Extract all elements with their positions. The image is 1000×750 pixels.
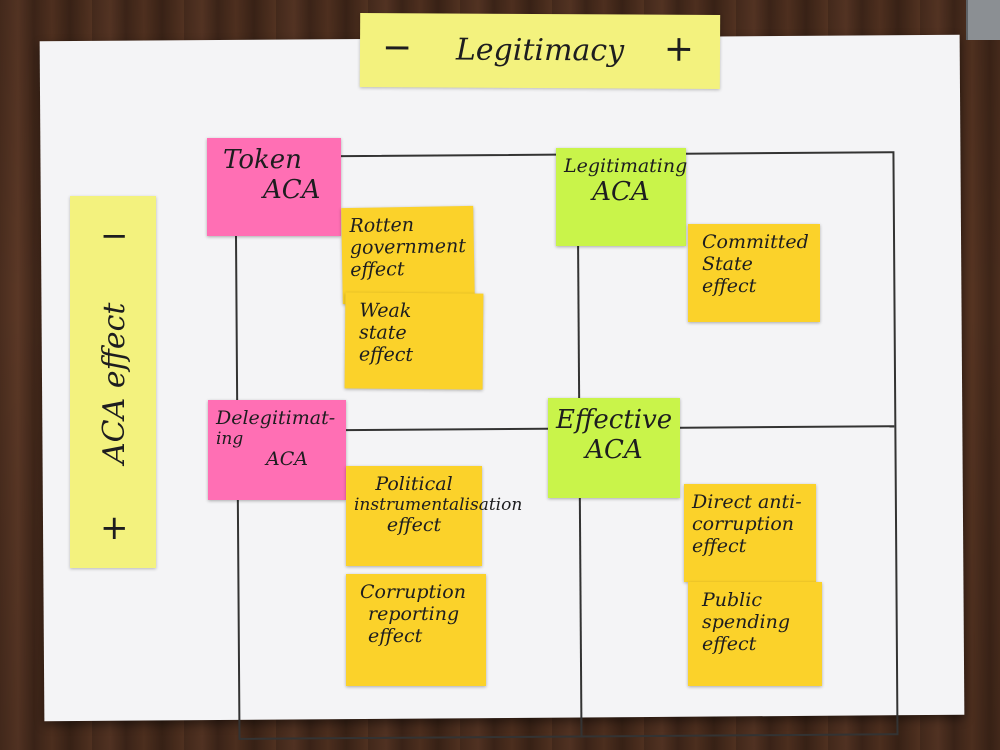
note-line: Token (223, 145, 302, 175)
note-line: State (702, 252, 753, 275)
note-line: Rotten (349, 213, 415, 238)
note-line: Legitimating (564, 155, 688, 177)
corruption-reporting-effect-note: Corruption reporting effect (346, 574, 486, 686)
note-line: reporting (368, 602, 460, 625)
token-aca-note: Token ACA (207, 138, 341, 236)
axis-plus-sign: + (663, 28, 695, 70)
note-line: effect (358, 343, 414, 366)
note-line: Effective (556, 405, 673, 435)
note-line: Direct anti- (692, 491, 802, 513)
note-line: instrumentalisation (354, 494, 523, 515)
committed-state-effect-note: Committed State effect (688, 224, 820, 322)
axis-minus-sign: − (100, 216, 129, 256)
note-line: Public (702, 589, 762, 611)
note-line: effect (368, 624, 423, 647)
note-line: effect (702, 274, 757, 297)
effective-aca-note: Effective ACA (548, 398, 680, 498)
weak-state-effect-note: Weak state effect (344, 292, 484, 390)
delegitimating-aca-note: Delegitimat- ing ACA (208, 400, 346, 500)
note-line: spending (702, 610, 791, 633)
political-instrumentalisation-effect-note: Political instrumentalisation effect (346, 466, 523, 566)
note-line: Weak (359, 299, 412, 322)
corner-object (966, 0, 1000, 40)
legitimacy-axis-title: Legitimacy (455, 32, 625, 69)
note-line: ACA (585, 434, 643, 465)
axis-minus-sign: − (381, 27, 413, 69)
flipchart-poster (39, 34, 965, 740)
note-line: Political (375, 473, 453, 495)
note-line: Delegitimat- (216, 407, 336, 429)
aca-effect-axis-strip: − ACA effect + (70, 196, 156, 568)
note-line: effect (692, 534, 747, 557)
note-line: ACA (266, 448, 308, 471)
axis-plus-sign: + (100, 508, 129, 548)
public-spending-effect-note: Public spending effect (688, 582, 822, 686)
direct-anti-corruption-effect-note: Direct anti- corruption effect (684, 484, 816, 582)
note-line: Corruption (360, 581, 466, 603)
note-line: effect (350, 257, 405, 281)
note-line: Committed (702, 231, 809, 253)
note-line: effect (386, 514, 442, 537)
note-line: ing (216, 428, 244, 449)
note-line: state (358, 321, 407, 344)
note-line: government (349, 234, 467, 259)
legitimacy-axis-strip: − Legitimacy + (359, 13, 721, 89)
aca-effect-axis-title: ACA effect (96, 302, 132, 464)
legitimating-aca-note: Legitimating ACA (556, 148, 688, 246)
note-line: ACA (263, 174, 321, 205)
note-line: corruption (692, 512, 795, 535)
note-line: ACA (592, 176, 650, 207)
note-line: effect (702, 632, 757, 655)
rotten-government-effect-note: Rotten government effect (341, 205, 475, 305)
